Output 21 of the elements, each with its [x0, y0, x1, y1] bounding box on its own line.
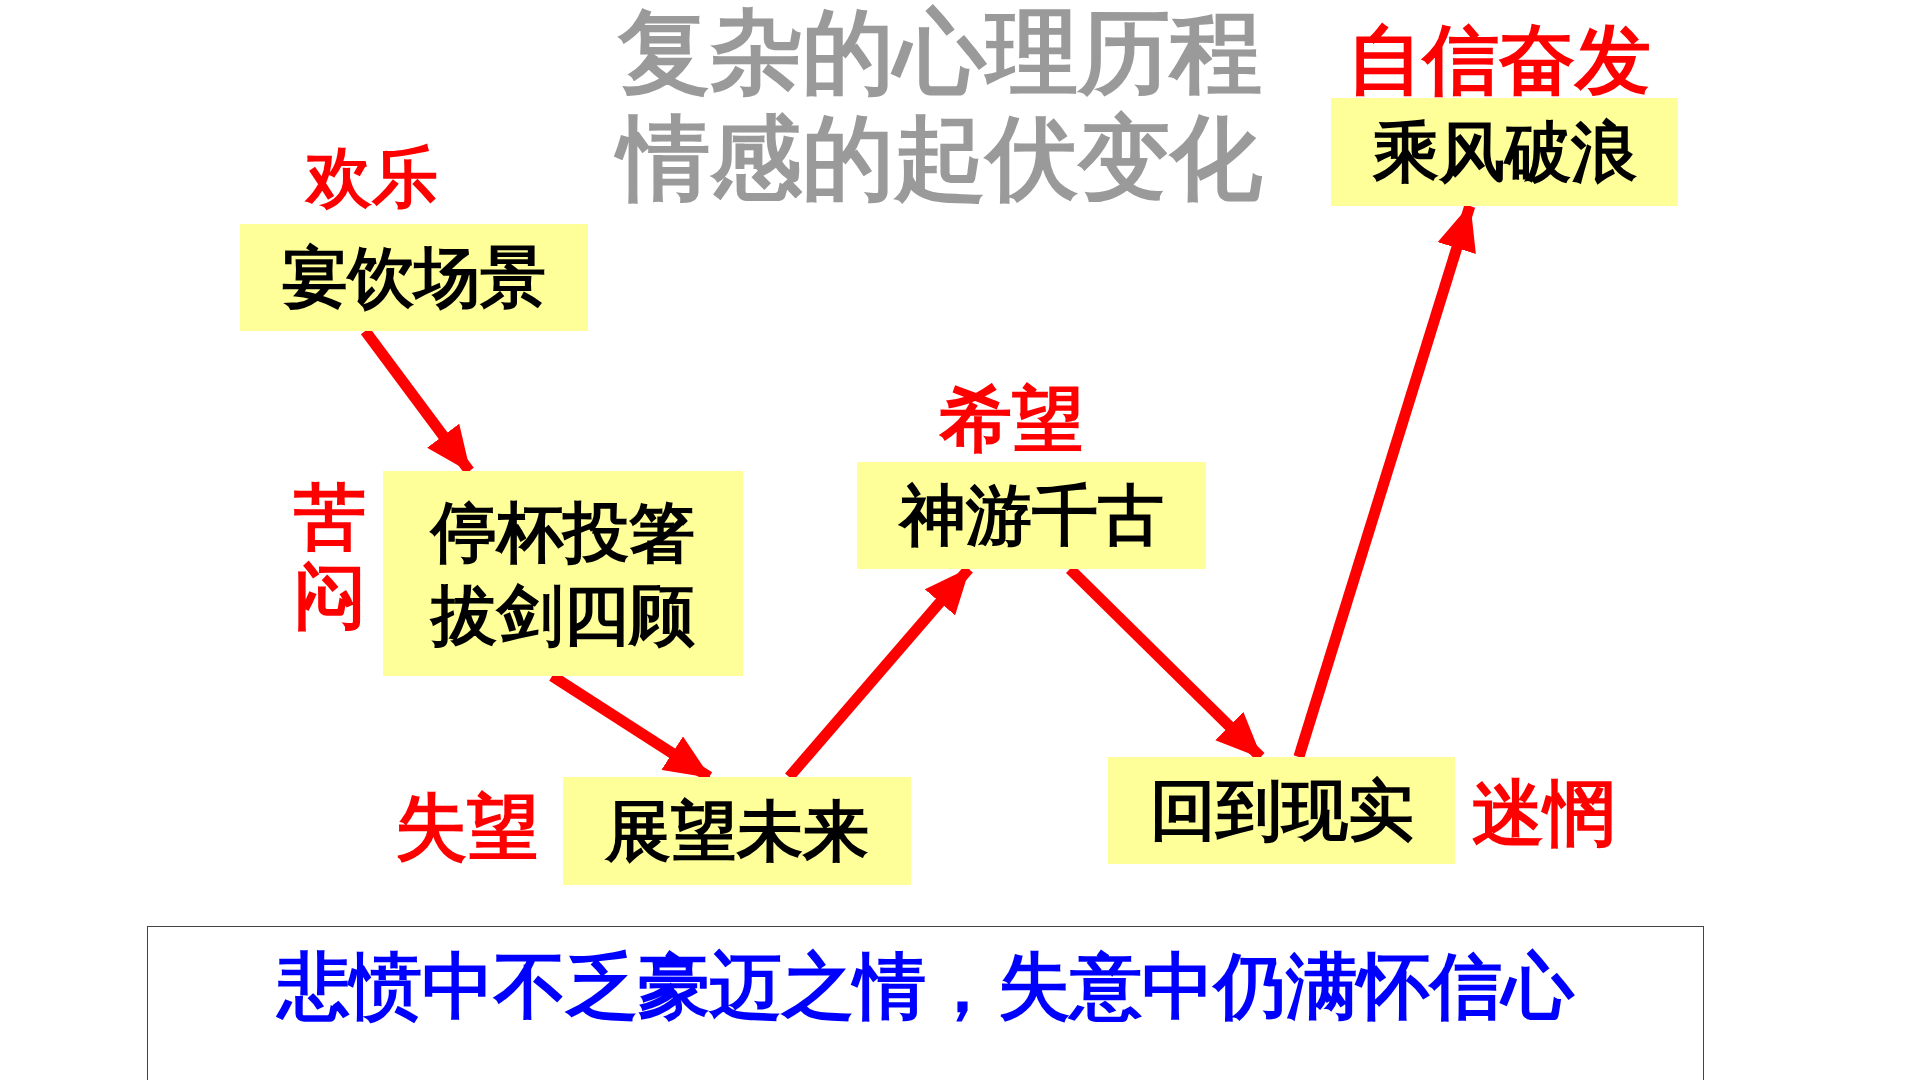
emotion-label: 失望 [395, 786, 539, 869]
highlight-box [1331, 98, 1678, 206]
emotion-label: 欢乐 [306, 140, 438, 216]
highlight-box [240, 224, 588, 331]
box-text: 停杯投箸拔剑四顾 [431, 494, 695, 654]
box-text: 神游千古 [899, 477, 1164, 555]
highlight-box [1108, 757, 1455, 864]
emotion-label: 自信奋发 [1347, 16, 1651, 104]
emotion-label: 迷惘 [1472, 772, 1616, 855]
emotion-label: 苦闷 [294, 478, 366, 637]
emotion-label: 希望 [940, 378, 1084, 461]
summary-box [147, 926, 1704, 1080]
box-text: 乘风破浪 [1372, 113, 1637, 191]
highlight-box [563, 777, 911, 885]
highlight-box [857, 462, 1206, 569]
arrow [1293, 204, 1476, 759]
box-text: 宴饮场景 [282, 239, 546, 317]
highlight-box [383, 471, 743, 676]
box-text: 回到现实 [1149, 772, 1414, 850]
box-text: 展望未来 [605, 792, 869, 870]
summary-text: 悲愤中不乏豪迈之情，失意中仍满怀信心 [277, 945, 1574, 1028]
